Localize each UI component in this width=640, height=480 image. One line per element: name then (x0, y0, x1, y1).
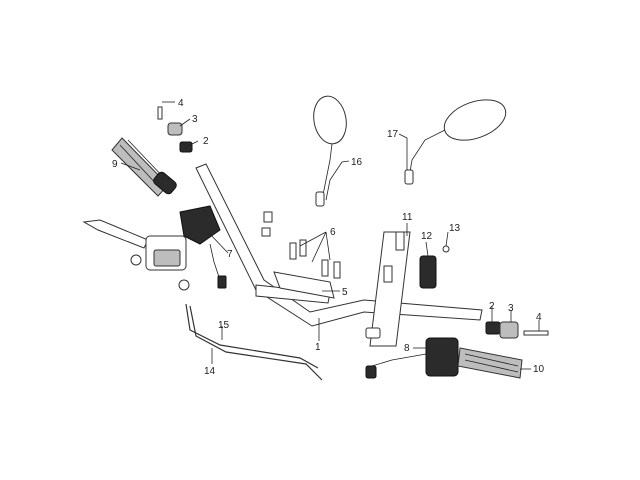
callout-10: 10 (533, 364, 545, 375)
leader-lines (120, 101, 540, 370)
callout-15: 15 (218, 320, 230, 331)
callout-2-right: 2 (489, 301, 495, 312)
callout-16: 16 (351, 157, 363, 168)
callout-9: 9 (112, 159, 118, 170)
callout-5: 5 (342, 287, 348, 298)
handlebar (195, 163, 483, 327)
right-mirror (404, 99, 507, 185)
callout-17: 17 (387, 129, 399, 140)
right-switch-bracket (365, 231, 450, 347)
callout-14: 14 (204, 366, 216, 377)
callout-3-left: 3 (192, 114, 198, 125)
callout-3-right: 3 (508, 303, 514, 314)
throttle-cables (185, 303, 323, 381)
left-grip (111, 137, 177, 197)
handlebar-clamp (273, 271, 335, 299)
callout-1: 1 (315, 342, 321, 353)
left-small-parts (157, 106, 193, 153)
left-mirror (313, 95, 347, 207)
right-grip-assembly (365, 337, 523, 379)
callout-labels: 1 2 2 3 3 4 4 5 6 7 8 9 10 11 12 13 14 1… (112, 98, 545, 377)
callout-12: 12 (421, 231, 433, 242)
callout-7: 7 (227, 249, 233, 260)
right-small-parts (485, 321, 549, 339)
bolts-set (261, 211, 341, 279)
left-switch (179, 205, 227, 289)
callout-2-left: 2 (203, 136, 209, 147)
brake-lever-assembly (82, 219, 190, 291)
callout-4-left: 4 (178, 98, 184, 109)
callout-6: 6 (330, 227, 336, 238)
callout-13: 13 (449, 223, 461, 234)
callout-8: 8 (404, 343, 410, 354)
callout-11: 11 (402, 212, 413, 223)
callout-4-right: 4 (536, 312, 542, 323)
